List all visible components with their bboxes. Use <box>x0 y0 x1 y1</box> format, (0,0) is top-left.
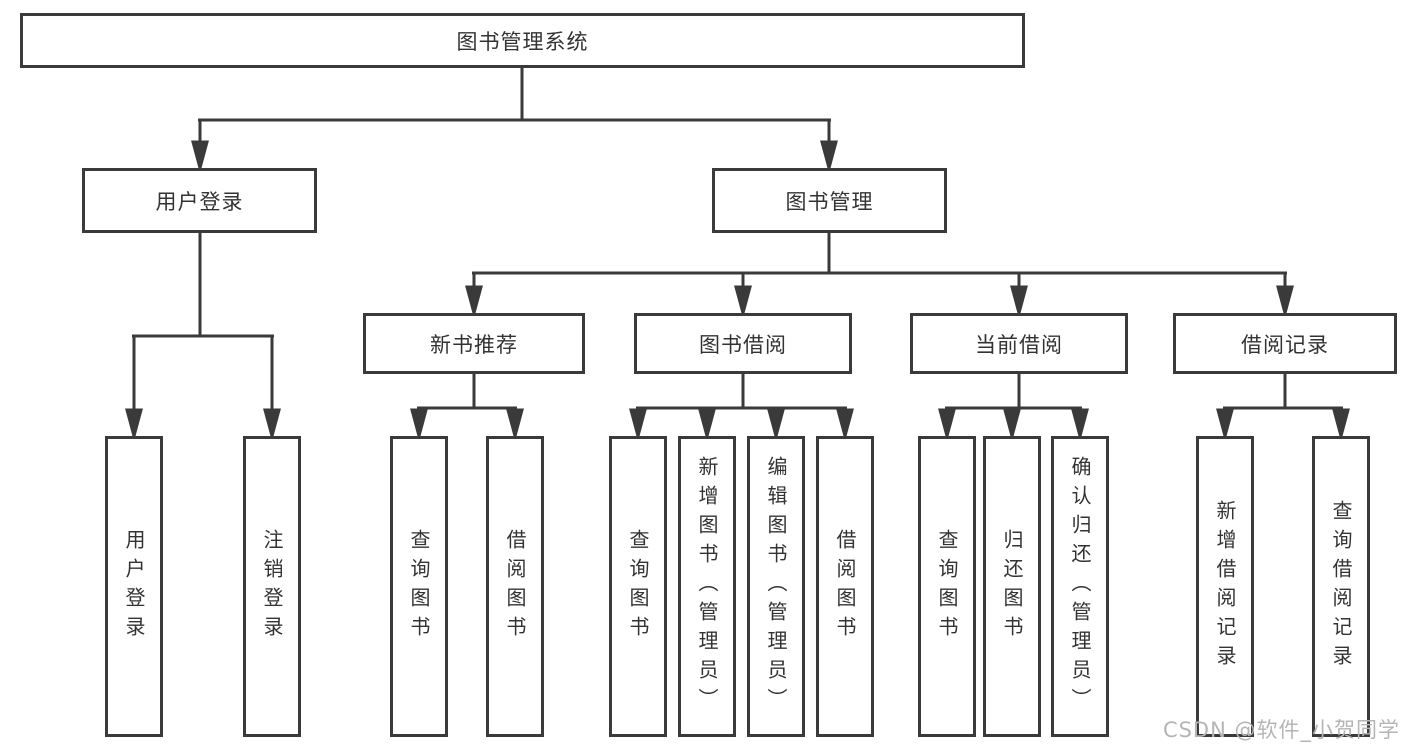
node-query-books-current: 查询图书 <box>918 436 976 737</box>
arrow-down <box>410 408 428 442</box>
node-borrow-books-recommend: 借阅图书 <box>486 436 544 737</box>
arrow-down <box>125 408 143 442</box>
arrow-down <box>1071 408 1089 442</box>
node-current-borrowing: 当前借阅 <box>910 313 1128 374</box>
node-add-books-admin: 新增图书（管理员） <box>678 436 736 737</box>
node-edit-books-admin: 编辑图书（管理员） <box>747 436 805 737</box>
node-library-management-system: 图书管理系统 <box>20 13 1025 68</box>
node-leaf-user-login: 用户登录 <box>105 436 163 737</box>
node-query-borrow-record: 查询借阅记录 <box>1312 436 1370 737</box>
arrow-down <box>820 140 838 174</box>
arrow-down <box>1010 285 1028 319</box>
node-add-borrow-record: 新增借阅记录 <box>1196 436 1254 737</box>
node-query-books-borrow: 查询图书 <box>609 436 667 737</box>
node-leaf-logout: 注销登录 <box>243 436 301 737</box>
arrow-down <box>1216 408 1234 442</box>
node-book-borrowing: 图书借阅 <box>634 313 852 374</box>
node-user-login: 用户登录 <box>82 168 317 233</box>
arrow-down <box>1332 408 1350 442</box>
node-query-books-recommend: 查询图书 <box>390 436 448 737</box>
arrow-down <box>734 285 752 319</box>
node-new-book-recommend: 新书推荐 <box>363 313 585 374</box>
watermark-text: CSDN @软件_小贺同学 <box>1162 718 1400 742</box>
arrow-down <box>629 408 647 442</box>
arrow-down <box>698 408 716 442</box>
arrow-down <box>836 408 854 442</box>
arrow-down <box>191 140 209 174</box>
arrow-down <box>1003 408 1021 442</box>
node-book-management: 图书管理 <box>712 168 947 233</box>
node-borrow-books: 借阅图书 <box>816 436 874 737</box>
node-borrowing-records: 借阅记录 <box>1173 313 1397 374</box>
node-confirm-return-admin: 确认归还（管理员） <box>1051 436 1109 737</box>
node-return-books: 归还图书 <box>983 436 1041 737</box>
arrow-down <box>263 408 281 442</box>
arrow-down <box>506 408 524 442</box>
arrow-down <box>1276 285 1294 319</box>
arrow-down <box>465 285 483 319</box>
arrow-down <box>938 408 956 442</box>
arrow-down <box>767 408 785 442</box>
